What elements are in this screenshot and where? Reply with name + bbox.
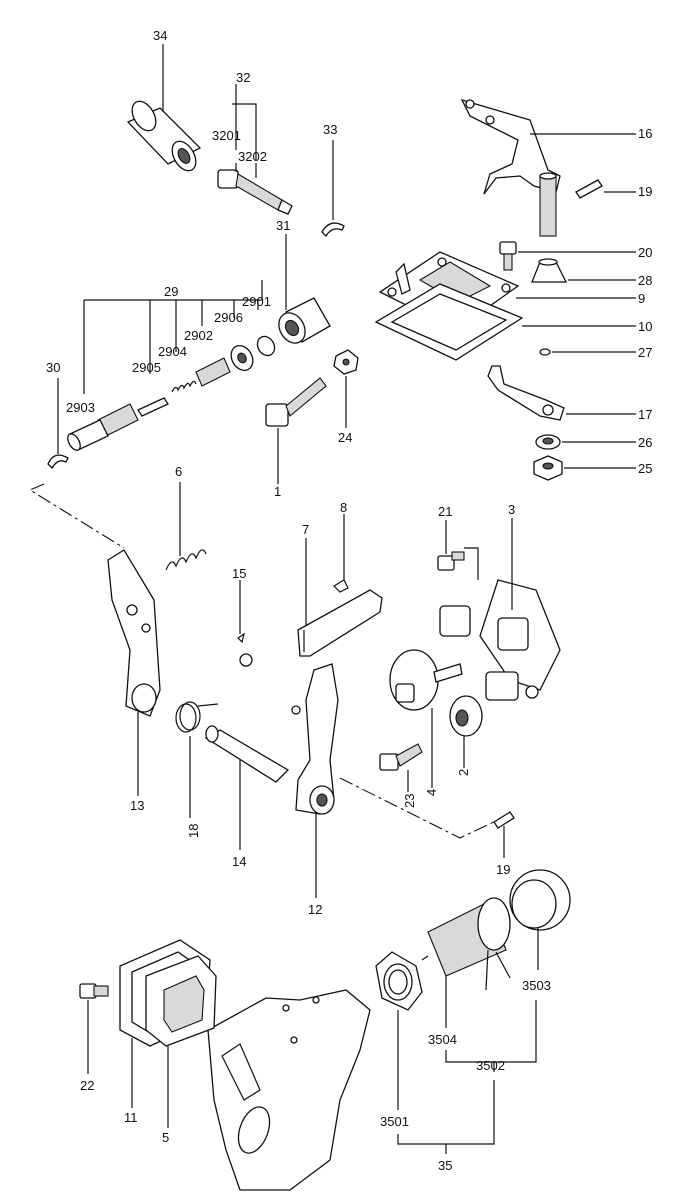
label-3503: 3503 [522, 978, 551, 993]
part-2903-shaft [67, 403, 139, 451]
label-2: 2 [456, 769, 471, 776]
part-2906-nut [230, 345, 254, 371]
label-28: 28 [638, 273, 652, 288]
housing-casting [207, 989, 371, 1191]
part-18-torsion-spring [175, 701, 219, 733]
part-12-lever [291, 663, 339, 815]
label-11: 11 [124, 1110, 138, 1125]
label-2904: 2904 [158, 344, 187, 359]
label-21: 21 [438, 504, 452, 519]
label-6: 6 [175, 464, 182, 479]
part-6-spring [165, 549, 207, 571]
part-10-gasket [374, 283, 524, 361]
part-14-shaft [204, 725, 290, 783]
part-28-bushing [531, 258, 568, 283]
label-3504: 3504 [428, 1032, 457, 1047]
label-25: 25 [638, 461, 652, 476]
part-19-pin-upper [575, 179, 603, 199]
label-22: 22 [80, 1078, 94, 1093]
label-7: 7 [302, 522, 309, 537]
label-20: 20 [638, 245, 652, 260]
part-13-lever [107, 549, 161, 717]
part-33-clip [321, 222, 345, 238]
part-34-sleeve [126, 100, 202, 172]
part-20-bolt [499, 241, 517, 271]
label-29: 29 [164, 284, 178, 299]
label-5: 5 [162, 1130, 169, 1145]
part-17-arm [487, 365, 565, 421]
part-27-ring [539, 348, 551, 356]
label-10: 10 [638, 319, 652, 334]
part-4-disc-shaft [389, 649, 463, 711]
label-3: 3 [508, 502, 515, 517]
label-27: 27 [638, 345, 652, 360]
label-2901: 2901 [242, 294, 271, 309]
label-31: 31 [276, 218, 290, 233]
part-31-collar [278, 297, 331, 344]
part-2905-pin [137, 397, 169, 417]
part-32-bolt [217, 169, 293, 215]
label-18: 18 [186, 824, 201, 838]
label-14: 14 [232, 854, 246, 869]
part-22-bolt [79, 983, 109, 999]
label-3202: 3202 [238, 149, 267, 164]
label-17: 17 [638, 407, 652, 422]
part-8-spring-pin [333, 579, 349, 593]
label-1: 1 [274, 484, 281, 499]
label-3502: 3502 [476, 1058, 505, 1073]
label-13: 13 [130, 798, 144, 813]
label-9: 9 [638, 291, 645, 306]
part-3503-cap [509, 869, 571, 931]
part-2901-cap [256, 335, 276, 357]
part-2-collar [449, 695, 483, 737]
part-23-bolt [379, 743, 423, 771]
part-3-governor-weight-plate [439, 579, 561, 701]
label-33: 33 [323, 122, 337, 137]
part-7-bracket [297, 589, 383, 657]
part-26-washer [535, 434, 561, 450]
label-3501: 3501 [380, 1114, 409, 1129]
label-24: 24 [338, 430, 352, 445]
label-4: 4 [424, 789, 439, 796]
part-1-bolt [265, 377, 327, 427]
label-2903: 2903 [66, 400, 95, 415]
label-30: 30 [46, 360, 60, 375]
part-16-fork-lever [460, 98, 561, 237]
part-30-clip [47, 454, 69, 470]
label-23: 23 [402, 794, 417, 808]
part-3501-nut [375, 951, 423, 1011]
part-24-nut [333, 349, 359, 375]
label-26: 26 [638, 435, 652, 450]
label-2902: 2902 [184, 328, 213, 343]
part-5-plate [145, 955, 217, 1047]
label-19-lower: 19 [496, 862, 510, 877]
part-21-bolt [437, 551, 465, 571]
label-19-upper: 19 [638, 184, 652, 199]
label-16: 16 [638, 126, 652, 141]
part-2902-threaded-sleeve [195, 357, 231, 387]
label-2906: 2906 [214, 310, 243, 325]
label-8: 8 [340, 500, 347, 515]
label-35: 35 [438, 1158, 452, 1173]
part-3504-solenoid [421, 897, 511, 991]
label-3201: 3201 [212, 128, 241, 143]
part-2904-spring [171, 380, 197, 393]
part-19-pin-lower [493, 811, 515, 829]
part-25-nut [533, 455, 563, 481]
label-2905: 2905 [132, 360, 161, 375]
label-12: 12 [308, 902, 322, 917]
label-32: 32 [236, 70, 250, 85]
label-34: 34 [153, 28, 167, 43]
label-15: 15 [232, 566, 246, 581]
part-15-clip [237, 632, 253, 667]
